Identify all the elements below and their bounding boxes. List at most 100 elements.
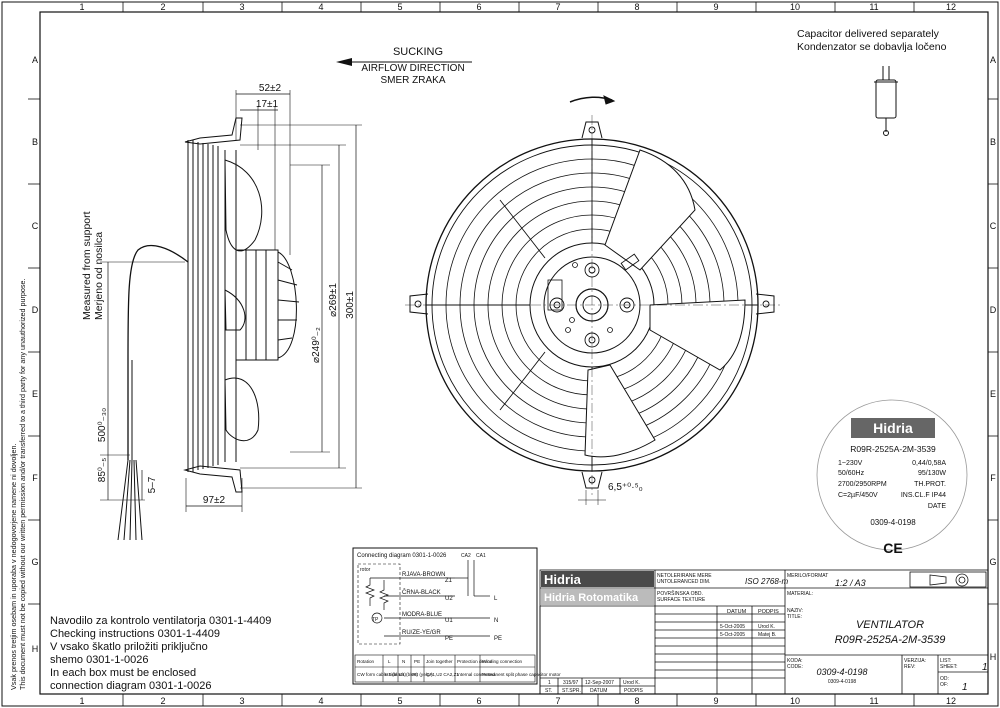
tb-company-box xyxy=(541,589,654,605)
projection-symbol-icon xyxy=(909,571,987,588)
svg-text:CA1,U2 CA2,Z1: CA1,U2 CA2,Z1 xyxy=(426,672,459,677)
svg-text:Connecting diagram 0301-1-0026: Connecting diagram 0301-1-0026 xyxy=(357,553,447,559)
capacitor-note: Capacitor delivered separately Kondenzat… xyxy=(797,28,947,53)
col-label: 2 xyxy=(160,2,165,12)
svg-text:5-Oct-2005: 5-Oct-2005 xyxy=(720,624,745,630)
svg-text:Matej B.: Matej B. xyxy=(758,632,776,638)
row-label: D xyxy=(32,305,39,315)
tb-title1: VENTILATOR xyxy=(856,619,924,631)
copyright-side-note: Vsak prenos tretjim osebam in uporaba v … xyxy=(9,278,27,690)
svg-text:MERILO/FORMAT: MERILO/FORMAT xyxy=(787,573,828,579)
row-label: C xyxy=(990,221,997,231)
svg-text:ISO 2768-m: ISO 2768-m xyxy=(745,577,788,586)
row-label: B xyxy=(990,137,996,147)
dim-85: 85⁰₋₅ xyxy=(97,458,108,482)
row-label: C xyxy=(32,221,39,231)
svg-text:POVRŠINSKA OBD.: POVRŠINSKA OBD. xyxy=(657,590,703,597)
svg-text:CODE:: CODE: xyxy=(787,664,803,670)
col-label: 7 xyxy=(555,2,560,12)
svg-text:KODA:: KODA: xyxy=(787,658,803,664)
support-note: Measured from support Merjeno od nosilca xyxy=(81,211,105,320)
dim-249: ⌀249⁰₋₂ xyxy=(311,327,322,363)
col-label: 5 xyxy=(397,696,402,706)
svg-text:DATUM: DATUM xyxy=(590,688,607,694)
col-label: 6 xyxy=(476,696,481,706)
svg-text:Checking instructions 0301-1-4: Checking instructions 0301-1-4409 xyxy=(50,628,220,640)
airflow-line2: AIRFLOW DIRECTION xyxy=(361,63,464,74)
tb-title2: R09R-2525A-2M-3539 xyxy=(835,634,946,646)
svg-text:UNTOLERANCED DIM.: UNTOLERANCED DIM. xyxy=(657,579,710,585)
svg-text:50/60Hz: 50/60Hz xyxy=(838,470,865,477)
svg-text:95/130W: 95/130W xyxy=(918,470,946,477)
svg-text:PE: PE xyxy=(445,636,453,642)
svg-text:OD:: OD: xyxy=(940,676,949,682)
svg-text:INS.CL.F IP44: INS.CL.F IP44 xyxy=(901,492,946,499)
svg-text:VERZIJA:: VERZIJA: xyxy=(904,658,926,664)
svg-text:1: 1 xyxy=(982,662,988,673)
fan-front-view xyxy=(405,95,780,505)
svg-text:U1 (blue): U1 (blue) xyxy=(399,672,418,677)
dim-52: 52±2 xyxy=(259,83,282,94)
svg-text:U2 (black): U2 (black) xyxy=(385,672,406,677)
svg-text:NAZIV:: NAZIV: xyxy=(787,608,803,614)
row-label: E xyxy=(32,389,38,399)
col-label: 7 xyxy=(555,696,560,706)
svg-text:PE (ye/gr): PE (ye/gr) xyxy=(412,672,433,677)
svg-text:1: 1 xyxy=(548,680,551,686)
column-labels-top: 1 2 3 4 5 6 7 8 9 10 11 12 xyxy=(79,2,956,12)
svg-text:Navodilo za kontrolo ventilato: Navodilo za kontrolo ventilatorja 0301-1… xyxy=(50,615,271,627)
svg-text:Winding connection: Winding connection xyxy=(482,659,523,664)
col-label: 12 xyxy=(946,696,956,706)
rotation-arrow-icon xyxy=(603,95,616,105)
dim-500: 500⁰₋₃₀ xyxy=(97,408,108,442)
svg-text:1~230V: 1~230V xyxy=(838,460,863,467)
svg-text:U2: U2 xyxy=(445,596,453,602)
dimension-labels: 52±2 17±1 97±2 ⌀249⁰₋₂ ⌀269±1 300±1 500⁰… xyxy=(97,83,643,506)
col-label: 4 xyxy=(318,696,323,706)
airflow-line3: SMER ZRAKA xyxy=(380,75,445,86)
row-label: B xyxy=(32,137,38,147)
col-label: 10 xyxy=(790,696,800,706)
instruction-notes: Navodilo za kontrolo ventilatorja 0301-1… xyxy=(50,615,271,692)
svg-text:SHEET:: SHEET: xyxy=(940,664,958,670)
svg-text:N: N xyxy=(402,659,405,664)
svg-text:In each box must be enclosed: In each box must be enclosed xyxy=(50,667,196,679)
svg-text:OF:: OF: xyxy=(940,682,948,688)
svg-text:shemo 0301-1-0026: shemo 0301-1-0026 xyxy=(50,654,148,666)
tb-brand: Hidria xyxy=(544,572,582,587)
row-label: H xyxy=(990,652,997,662)
column-labels-bottom: 1 2 3 4 5 6 7 8 9 10 11 12 xyxy=(79,696,956,706)
svg-text:PE: PE xyxy=(414,659,420,664)
col-label: 11 xyxy=(869,696,878,706)
row-label: H xyxy=(32,644,39,654)
svg-text:N: N xyxy=(494,618,498,624)
svg-text:CA2: CA2 xyxy=(461,553,471,559)
row-label: A xyxy=(32,55,38,65)
svg-text:Urod K.: Urod K. xyxy=(758,624,775,630)
svg-text:PE: PE xyxy=(494,636,502,642)
dim-269: ⌀269±1 xyxy=(328,283,339,317)
svg-text:Join together: Join together xyxy=(426,659,453,664)
dim-300: 300±1 xyxy=(345,291,356,319)
svg-text:connection diagram 0301-1-0026: connection diagram 0301-1-0026 xyxy=(50,680,211,692)
svg-text:C=2µF/450V: C=2µF/450V xyxy=(838,492,878,499)
svg-text:MATERIAL:: MATERIAL: xyxy=(787,591,813,597)
row-label: G xyxy=(989,557,996,567)
dim-6-5: 6,5⁺⁰·⁵₀ xyxy=(608,482,643,493)
svg-text:ČRNA-BLACK: ČRNA-BLACK xyxy=(402,589,441,596)
svg-text:Internal connected: Internal connected xyxy=(457,672,495,677)
row-label: F xyxy=(32,473,38,483)
svg-text:This document must not be copi: This document must not be copied without… xyxy=(18,278,27,690)
svg-text:V vsako škatlo priložiti prikl: V vsako škatlo priložiti priključno xyxy=(50,641,208,653)
svg-text:rotor: rotor xyxy=(360,567,371,573)
row-label: G xyxy=(31,557,38,567)
title-block: Hidria Hidria Rotomatika NETOLERIRANE ME… xyxy=(539,569,989,695)
svg-text:SURFACE TEXTURE: SURFACE TEXTURE xyxy=(657,597,706,603)
ce-mark: CE xyxy=(883,540,902,556)
tb-company: Hidria Rotomatika xyxy=(544,592,639,604)
svg-text:MODRA-BLUE: MODRA-BLUE xyxy=(402,612,442,618)
col-label: 5 xyxy=(397,2,402,12)
label-brand: Hidria xyxy=(873,420,913,436)
nameplate-label: Hidria R09R-2525A-2M-3539 1~230V 50/60Hz… xyxy=(816,399,968,556)
svg-text:1: 1 xyxy=(962,682,968,693)
